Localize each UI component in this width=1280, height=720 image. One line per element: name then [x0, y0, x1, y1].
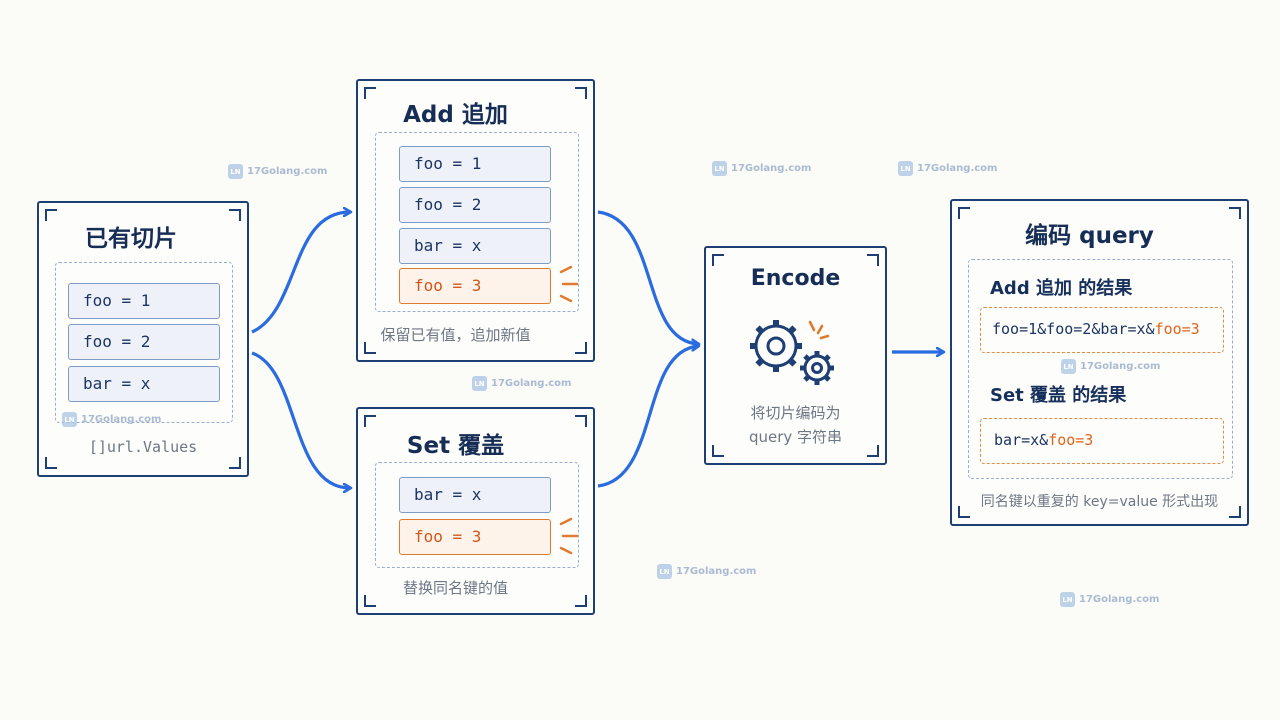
- existing-item: bar = x: [68, 366, 220, 402]
- watermark-logo-icon: LN: [657, 564, 672, 579]
- set-result-value: bar=x&foo=3: [994, 431, 1094, 449]
- sparkle-icon: [559, 265, 579, 303]
- existing-item: foo = 2: [68, 324, 220, 360]
- add-item: bar = x: [399, 228, 551, 264]
- add-result-box: [980, 307, 1224, 353]
- sparkle-icon: [559, 517, 579, 555]
- existing-slice-list: [55, 262, 233, 423]
- add-panel: Add 追加 foo = 1 foo = 2 bar = x foo = 3 保…: [356, 79, 595, 362]
- arrow-existing-to-set: [251, 351, 350, 488]
- add-item: foo = 2: [399, 187, 551, 223]
- set-caption: 替换同名键的值: [402, 579, 508, 597]
- add-title: Add 追加: [403, 102, 508, 128]
- arrow-add-to-encode: [597, 210, 698, 344]
- add-caption: 保留已有值，追加新值: [380, 326, 531, 344]
- query-panel: 编码 query Add 追加 的结果 foo=1&foo=2&bar=x&fo…: [950, 199, 1249, 526]
- set-result-heading: Set 覆盖 的结果: [990, 385, 1127, 406]
- encode-panel: Encode: [704, 246, 887, 465]
- watermark-logo-icon: LN: [1060, 592, 1075, 607]
- existing-slice-panel: 已有切片 foo = 1 foo = 2 bar = x []url.Value…: [37, 201, 249, 477]
- set-result-box: [980, 418, 1224, 464]
- set-list: [375, 462, 579, 568]
- watermark-logo-icon: LN: [712, 161, 727, 176]
- set-panel: Set 覆盖 bar = x foo = 3 替换同名键的值: [356, 407, 595, 615]
- encode-title: Encode: [750, 266, 841, 291]
- watermark-logo-icon: LN: [472, 376, 487, 391]
- arrow-set-to-encode: [597, 346, 698, 488]
- existing-slice-title: 已有切片: [85, 226, 177, 252]
- watermark-logo-icon: LN: [62, 412, 77, 427]
- encode-caption-line2: query 字符串: [748, 428, 843, 446]
- add-item: foo = 1: [399, 146, 551, 182]
- add-result-new-part: foo=3: [1154, 320, 1200, 338]
- add-result-heading: Add 追加 的结果: [990, 278, 1133, 299]
- add-item-new: foo = 3: [399, 268, 551, 304]
- gears-icon: [750, 320, 834, 385]
- query-title: 编码 query: [1025, 223, 1154, 249]
- encode-caption-line1: 将切片编码为: [750, 404, 841, 422]
- add-result-value: foo=1&foo=2&bar=x&foo=3: [992, 320, 1200, 338]
- existing-slice-caption: []url.Values: [88, 438, 198, 456]
- watermark-logo-icon: LN: [1061, 359, 1076, 374]
- existing-item: foo = 1: [68, 283, 220, 319]
- add-list: [375, 132, 579, 312]
- query-results-box: [968, 259, 1233, 479]
- watermark-logo-icon: LN: [898, 161, 913, 176]
- set-title: Set 覆盖: [406, 433, 505, 459]
- arrow-existing-to-add: [251, 212, 350, 334]
- set-result-new-part: foo=3: [1048, 431, 1094, 449]
- watermark-logo-icon: LN: [228, 164, 243, 179]
- set-item: bar = x: [399, 477, 551, 513]
- query-caption: 同名键以重复的 key=value 形式出现: [980, 494, 1219, 510]
- set-item-new: foo = 3: [399, 519, 551, 555]
